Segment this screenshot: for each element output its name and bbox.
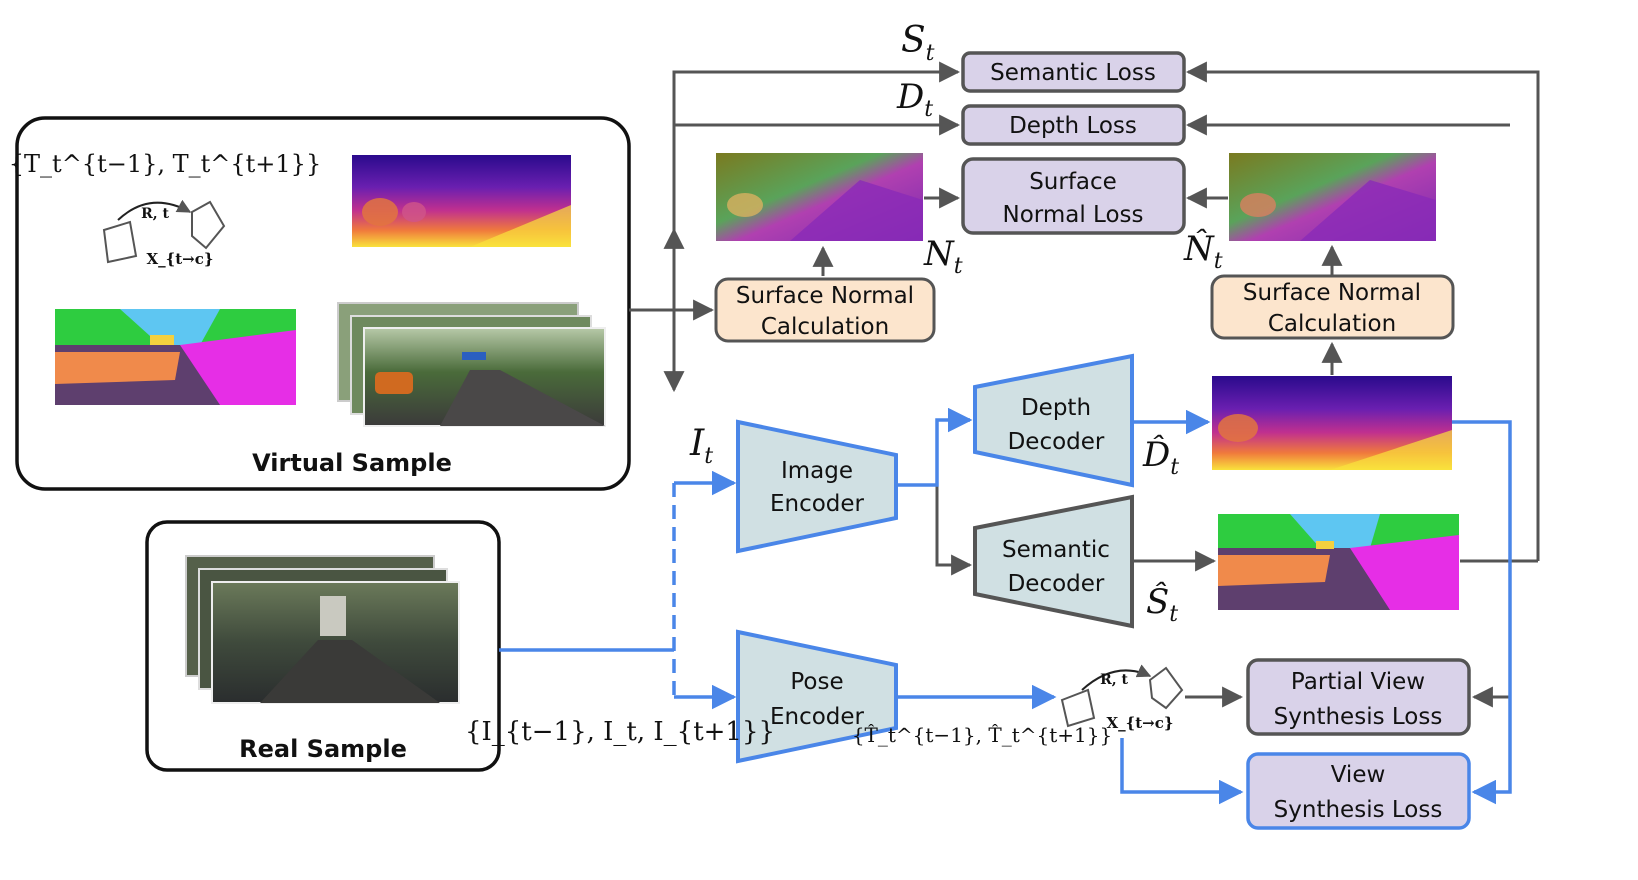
virtual-x-transform: X_{t→c} <box>146 250 213 268</box>
semantic-decoder-line2: Decoder <box>1008 571 1105 597</box>
semantic-loss-box: Semantic Loss <box>961 51 1186 93</box>
pose-encoder-line1: Pose <box>790 669 843 695</box>
image-encoder-line2: Encoder <box>770 491 865 517</box>
calc-left-line2: Calculation <box>761 314 889 340</box>
view-synthesis-loss-line1: View <box>1331 762 1386 788</box>
virtual-rt-label: R, t <box>141 206 169 222</box>
label-s-t: St <box>901 20 935 66</box>
virtual-pose-set: {T_t^{t−1}, T_t^{t+1}} <box>9 150 321 178</box>
pose-encoder: Pose Encoder <box>736 629 898 764</box>
label-i-t: It <box>689 423 713 469</box>
predicted-rt-label: R, t <box>1100 672 1128 688</box>
label-n-t: Nt <box>923 234 963 279</box>
label-s-hat-t: Ŝt <box>1146 581 1178 627</box>
pose-encoder-line2: Encoder <box>770 704 865 730</box>
image-encoder-line1: Image <box>781 458 853 484</box>
semantic-decoder-line1: Semantic <box>1002 537 1110 563</box>
label-d-t: Dt <box>896 77 933 122</box>
virtual-semantic-image <box>55 309 296 405</box>
depth-decoder-line1: Depth <box>1021 395 1091 421</box>
depth-decoder-line2: Decoder <box>1008 429 1105 455</box>
depth-loss-label: Depth Loss <box>1009 113 1137 139</box>
semantic-loss-label: Semantic Loss <box>990 60 1156 86</box>
virtual-sample-panel: {T_t^{t−1}, T_t^{t+1}} R, t X_{t→c} <box>9 116 631 491</box>
real-sample-label: Real Sample <box>239 735 407 763</box>
calc-left-line1: Surface Normal <box>736 283 914 309</box>
math-labels: St Dt Nt N̂t It D̂t Ŝt {I_{t−1}, I_t, I_… <box>465 20 1223 747</box>
surface-normal-calc-right: Surface Normal Calculation <box>1210 274 1455 340</box>
blue-connectors <box>499 407 1512 805</box>
label-n-hat-t: N̂t <box>1183 228 1223 274</box>
calc-right-line1: Surface Normal <box>1243 280 1421 306</box>
calc-right-line2: Calculation <box>1268 311 1396 337</box>
label-d-hat-t: D̂t <box>1142 434 1179 480</box>
predicted-camera-pose-icon: R, t X_{t→c} <box>1060 664 1184 732</box>
surface-normal-loss-line2: Normal Loss <box>1003 202 1144 228</box>
surface-normal-calc-left: Surface Normal Calculation <box>714 277 936 343</box>
virtual-rgb-frames <box>337 302 606 427</box>
predicted-semantic-image <box>1218 514 1459 610</box>
virtual-camera-pose-icon: R, t X_{t→c} <box>102 199 226 268</box>
depth-decoder: Depth Decoder <box>973 353 1134 488</box>
partial-view-loss-line1: Partial View <box>1291 669 1425 695</box>
view-synthesis-loss-line2: Synthesis Loss <box>1274 797 1443 823</box>
surface-normal-loss-box: Surface Normal Loss <box>961 157 1186 235</box>
depth-loss-box: Depth Loss <box>961 104 1186 146</box>
label-predicted-pose-set: {T̂_t^{t−1}, T̂_t^{t+1}} <box>852 723 1112 747</box>
virtual-depth-image <box>352 155 571 247</box>
predicted-x-transform: X_{t→c} <box>1106 714 1173 732</box>
surface-normal-loss-line1: Surface <box>1029 169 1117 195</box>
label-frame-set: {I_{t−1}, I_t, I_{t+1}} <box>465 717 775 747</box>
partial-view-loss-line2: Synthesis Loss <box>1274 704 1443 730</box>
partial-view-loss-box: Partial View Synthesis Loss <box>1246 658 1471 736</box>
semantic-decoder: Semantic Decoder <box>973 494 1134 629</box>
normal-map-gt-image <box>716 153 923 241</box>
view-synthesis-loss-box: View Synthesis Loss <box>1246 752 1471 830</box>
normal-map-pred-image <box>1229 153 1436 241</box>
virtual-sample-label: Virtual Sample <box>252 449 452 477</box>
predicted-depth-image <box>1212 376 1452 470</box>
real-sample-panel: Real Sample <box>145 520 501 772</box>
image-encoder: Image Encoder <box>736 419 898 554</box>
